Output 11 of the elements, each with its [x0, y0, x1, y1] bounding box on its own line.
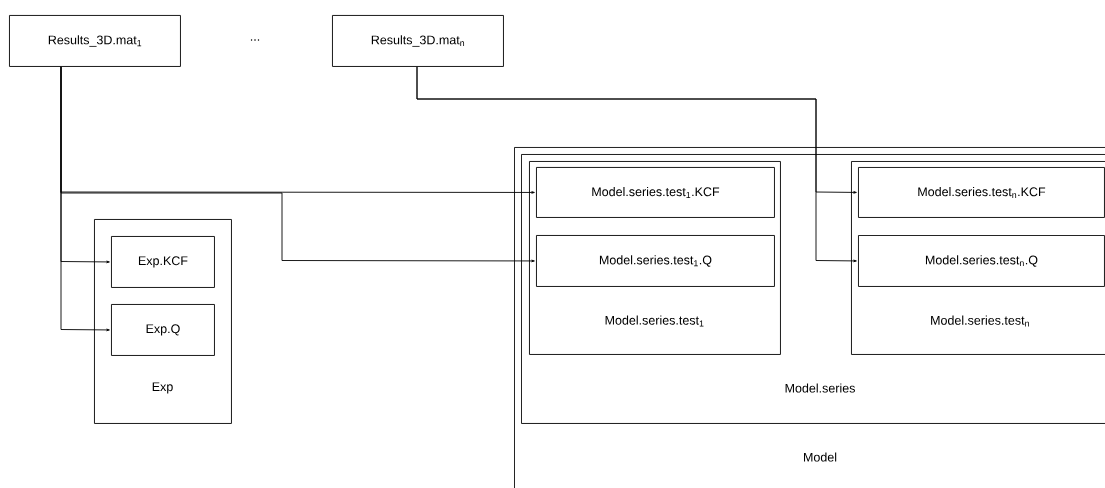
arrow: [416, 66, 857, 263]
data-box: Model.series.test$_{n}$.Q: [858, 235, 1105, 287]
data-box: Model.series.test$_{n}$.KCF: [858, 167, 1105, 218]
data-box: Exp.KCF: [111, 236, 215, 288]
ellipsis-text: ...: [250, 39, 260, 41]
arrow: [60, 66, 535, 263]
data-box: Exp.Q: [111, 304, 215, 356]
data-box: Results_3D.mat$_{n}$: [332, 15, 504, 67]
data-box: Model.series.test$_{1}$.KCF: [536, 167, 775, 218]
data-box: Model.series.test$_{1}$.Q: [536, 235, 775, 287]
data-box: Results_3D.mat$_{1}$: [9, 15, 181, 67]
